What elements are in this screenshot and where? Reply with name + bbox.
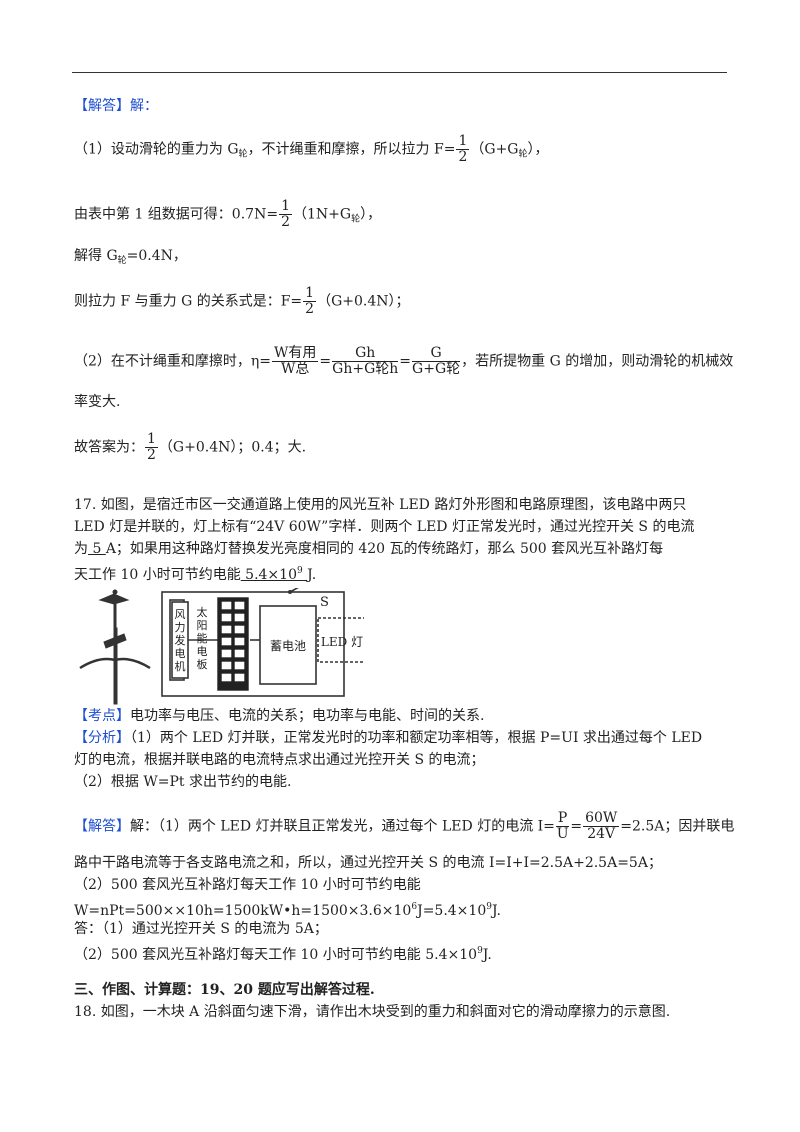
solution-line-6: （2）500 套风光互补路灯每天工作 10 小时可节约电能 5.4×109J. bbox=[74, 946, 492, 963]
answer-line-6: 率变大. bbox=[74, 394, 121, 410]
switch-pivot bbox=[288, 590, 292, 594]
solution-line-3: （2）500 套风光互补路灯每天工作 10 小时可节约电能 bbox=[74, 877, 421, 893]
section-3-heading: 三、作图、计算题：19、20 题应写出解答过程. bbox=[74, 982, 375, 998]
solution-line-1: 【解答】解：（1）两个 LED 灯并联且正常发光，通过每个 LED 灯的电流 I… bbox=[74, 810, 735, 842]
led-lamp-label: LED 灯 bbox=[321, 635, 363, 649]
knowledge-point: 【考点】电功率与电压、电流的关系；电功率与电能、时间的关系. bbox=[74, 708, 485, 724]
solution-line-5: 答：（1）通过光控开关 S 的电流为 5A； bbox=[74, 921, 328, 937]
answer-line-3: 解得 G轮=0.4N， bbox=[74, 248, 187, 266]
question-17-line-1: 17. 如图，是宿迁市区一交通道路上使用的风光互补 LED 路灯外形图和电路原理… bbox=[74, 497, 687, 513]
question-18: 18. 如图，一木块 A 沿斜面匀速下滑，请作出木块受到的重力和斜面对它的滑动摩… bbox=[74, 1004, 671, 1020]
question-17-line-3: 为 5 A；如果用这种路灯替换发光亮度相同的 420 瓦的传统路灯，那么 500… bbox=[74, 541, 664, 557]
solar-panel-icon bbox=[217, 597, 249, 691]
solution-line-2: 路中干路电流等于各支路电流之和，所以，通过光控开关 S 的电流 I=I+I=2.… bbox=[74, 855, 662, 871]
analysis-line-1: 【分析】（1）两个 LED 灯并联，正常发光时的功率和额定功率相等，根据 P=U… bbox=[74, 730, 703, 746]
wind-generator-label: 风力发电机 bbox=[175, 608, 186, 673]
street-light-circuit-figure: 风力发电机 太阳能电板 蓄电池 LED 灯 S bbox=[79, 588, 364, 705]
battery-label: 蓄电池 bbox=[270, 639, 306, 653]
analysis-line-2: 灯的电流，根据并联电路的电流特点求出通过光控开关 S 的电流； bbox=[74, 752, 485, 768]
wind-generator-box bbox=[171, 601, 189, 679]
solar-panel-label: 太阳能电板 bbox=[197, 606, 208, 671]
solution-line-4: W=nPt=500××10h=1500kW•h=1500×3.6×106J=5.… bbox=[74, 902, 501, 919]
switch-label: S bbox=[320, 595, 329, 610]
question-17-line-2: LED 灯是并联的，灯上标有“24V 60W”字样．则两个 LED 灯正常发光时… bbox=[74, 519, 695, 535]
question-17-line-4: 天工作 10 小时可节约电能 5.4×109 J. bbox=[74, 566, 317, 583]
answer-heading: 【解答】解： bbox=[74, 98, 158, 114]
analysis-line-3: （2）根据 W=Pt 求出节约的电能. bbox=[74, 774, 292, 790]
street-light-icon bbox=[79, 589, 151, 705]
top-rule bbox=[72, 72, 727, 73]
